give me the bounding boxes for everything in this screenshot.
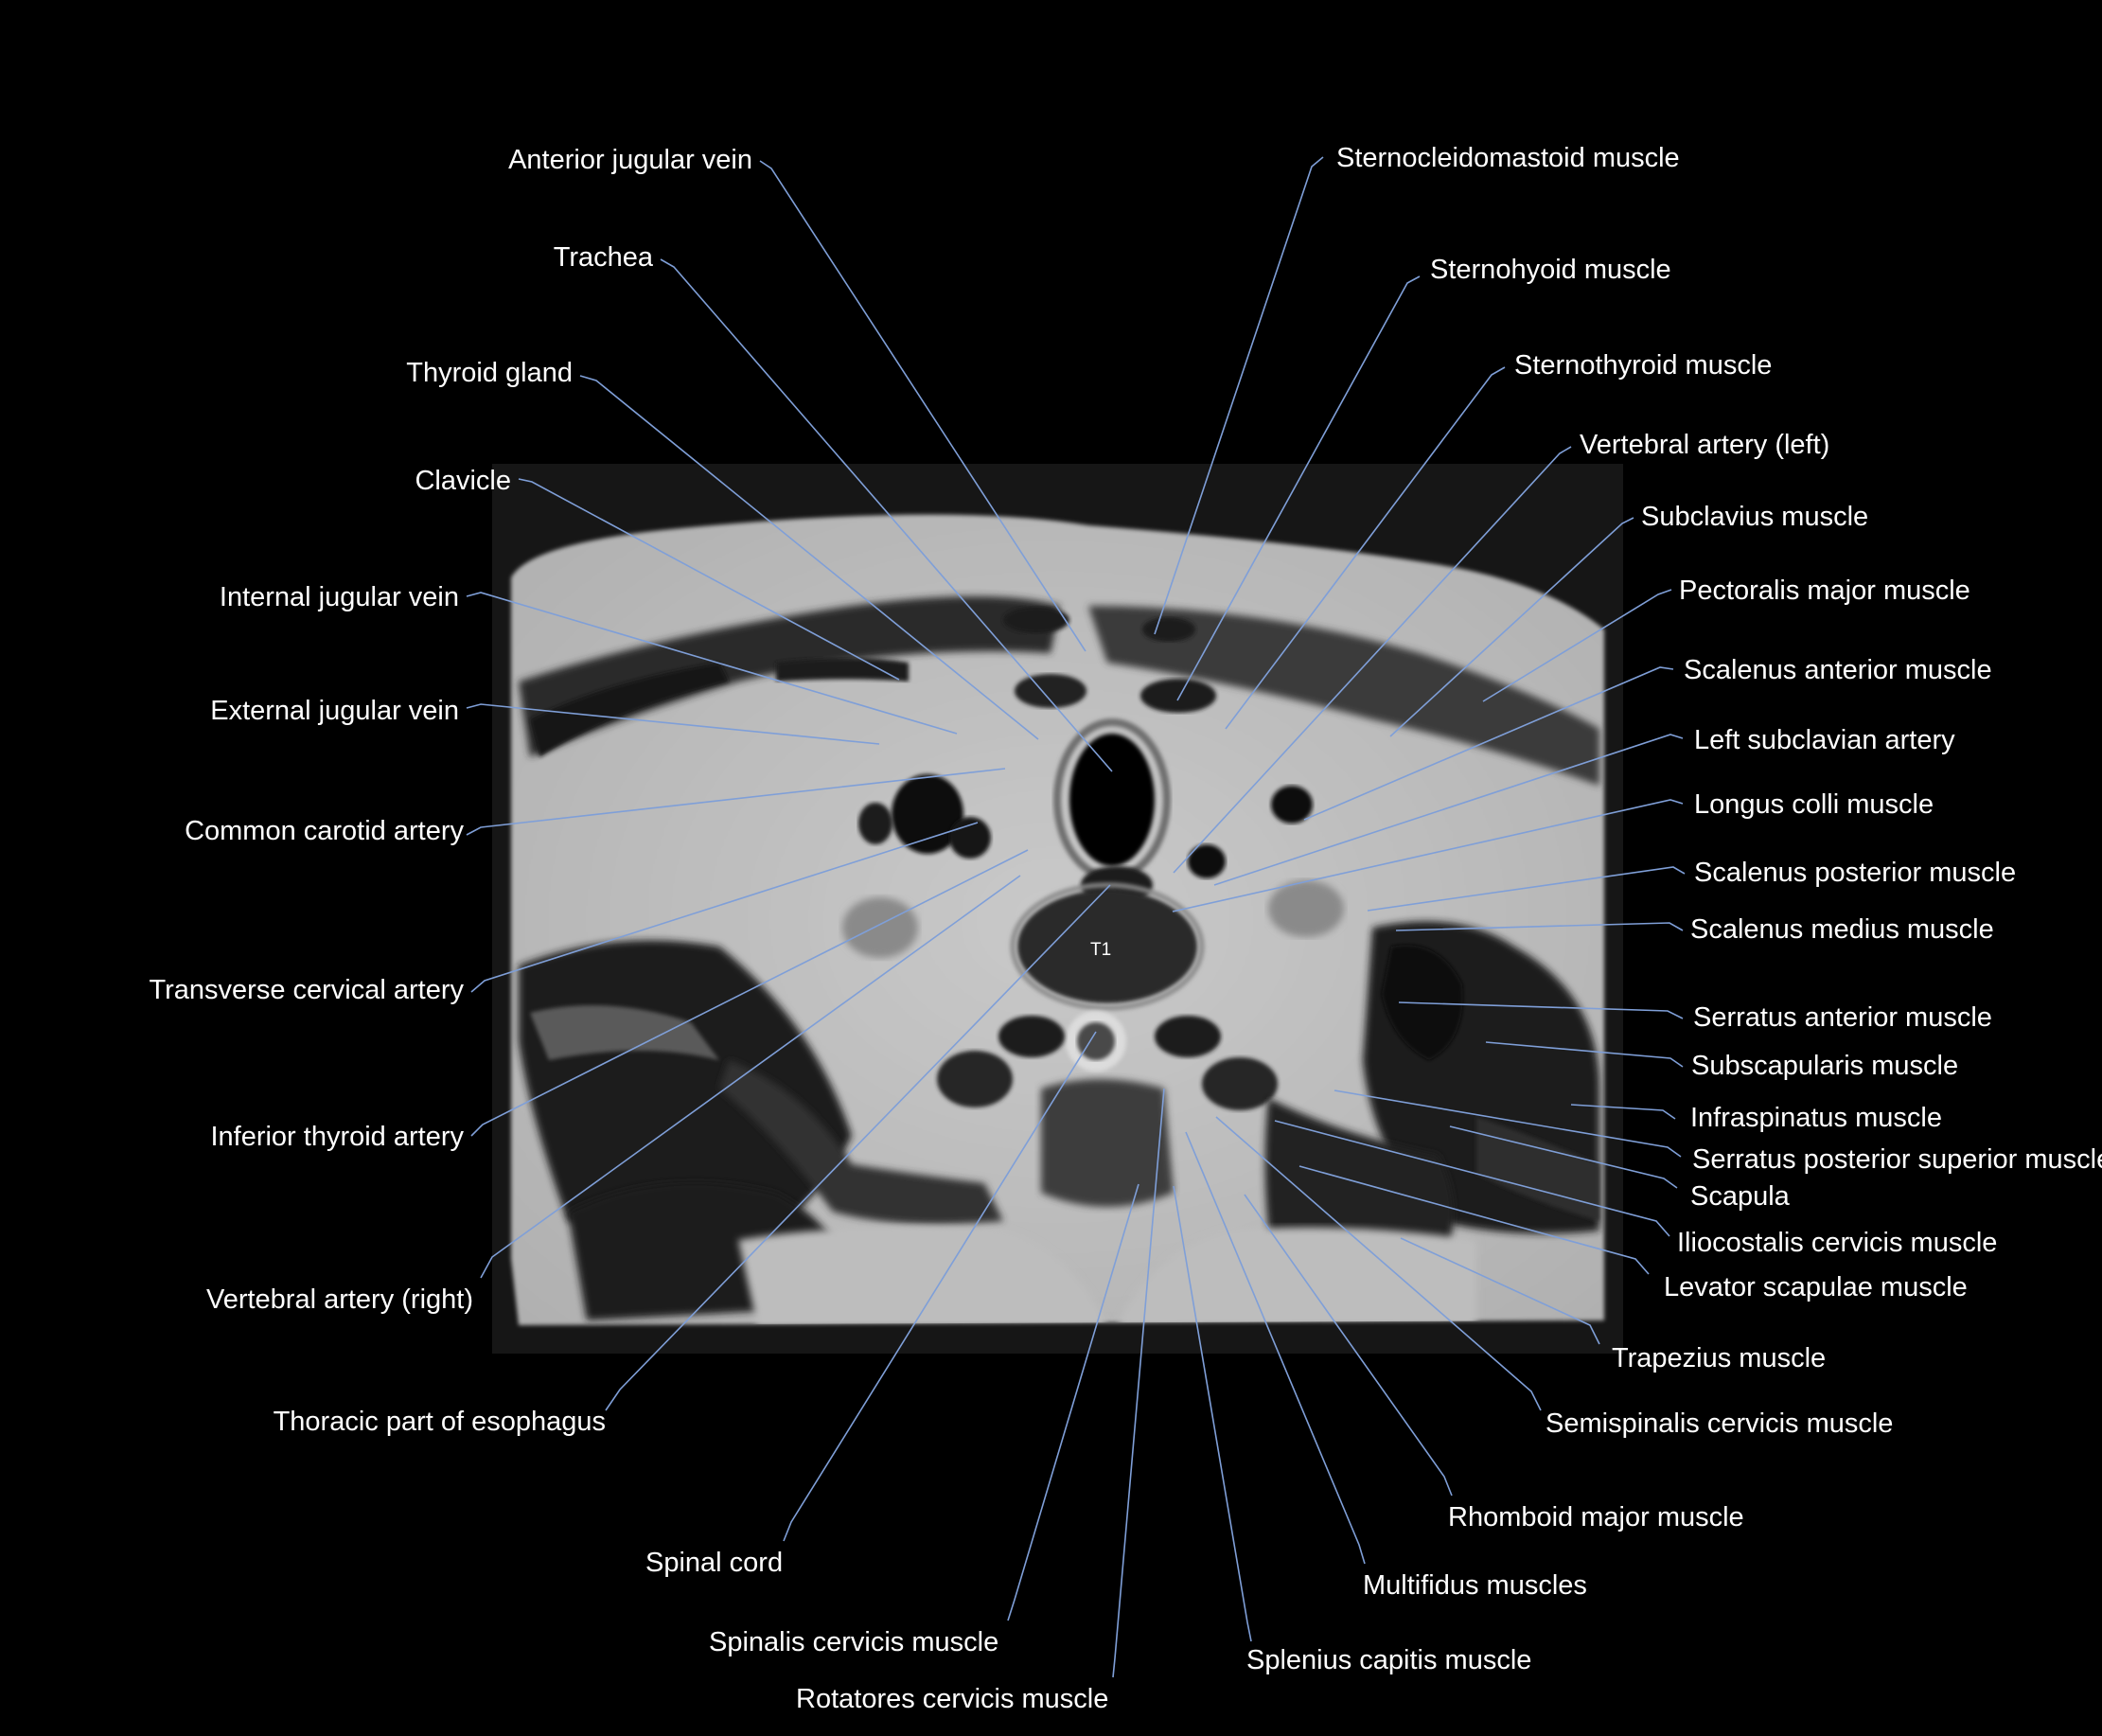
label-internal-jugular-vein: Internal jugular vein [219, 582, 459, 612]
label-scalenus-anterior-muscle: Scalenus anterior muscle [1684, 655, 1992, 685]
label-common-carotid-artery: Common carotid artery [185, 816, 464, 846]
label-clavicle: Clavicle [415, 466, 511, 496]
label-rhomboid-major-muscle: Rhomboid major muscle [1448, 1502, 1744, 1532]
label-spinalis-cervicis-muscle: Spinalis cervicis muscle [709, 1627, 999, 1657]
label-serratus-posterior-superior-muscle: Serratus posterior superior muscle [1692, 1144, 2102, 1175]
label-levator-scapulae-muscle: Levator scapulae muscle [1664, 1272, 1968, 1302]
label-splenius-capitis-muscle: Splenius capitis muscle [1246, 1645, 1532, 1675]
label-subclavius-muscle: Subclavius muscle [1641, 502, 1869, 532]
label-scalenus-posterior-muscle: Scalenus posterior muscle [1694, 858, 2017, 888]
label-external-jugular-vein: External jugular vein [210, 696, 459, 726]
label-sternocleidomastoid-muscle: Sternocleidomastoid muscle [1336, 143, 1680, 173]
label-sternothyroid-muscle: Sternothyroid muscle [1514, 350, 1773, 381]
label-transverse-cervical-artery: Transverse cervical artery [149, 975, 464, 1005]
label-left-subclavian-artery: Left subclavian artery [1694, 725, 1955, 755]
label-vertebral-artery-left: Vertebral artery (left) [1580, 430, 1830, 460]
vertebral-level-label: T1 [1090, 940, 1112, 960]
label-sternohyoid-muscle: Sternohyoid muscle [1430, 255, 1671, 285]
label-serratus-anterior-muscle: Serratus anterior muscle [1693, 1002, 1992, 1033]
label-rotatores-cervicis-muscle: Rotatores cervicis muscle [796, 1684, 1109, 1714]
label-thyroid-gland: Thyroid gland [406, 358, 573, 388]
label-trapezius-muscle: Trapezius muscle [1612, 1343, 1827, 1373]
label-iliocostalis-cervicis-muscle: Iliocostalis cervicis muscle [1677, 1228, 1998, 1258]
label-thoracic-part-of-esophagus: Thoracic part of esophagus [273, 1407, 606, 1437]
label-infraspinatus-muscle: Infraspinatus muscle [1690, 1103, 1942, 1133]
label-subscapularis-muscle: Subscapularis muscle [1691, 1051, 1959, 1081]
label-longus-colli-muscle: Longus colli muscle [1694, 789, 1934, 820]
label-anterior-jugular-vein: Anterior jugular vein [508, 145, 752, 175]
label-semispinalis-cervicis-muscle: Semispinalis cervicis muscle [1546, 1408, 1894, 1439]
label-inferior-thyroid-artery: Inferior thyroid artery [210, 1122, 464, 1152]
label-scalenus-medius-muscle: Scalenus medius muscle [1690, 914, 1994, 945]
label-spinal-cord: Spinal cord [645, 1548, 784, 1578]
label-multifidus-muscles: Multifidus muscles [1363, 1570, 1587, 1601]
label-scapula: Scapula [1690, 1181, 1790, 1212]
label-pectoralis-major-muscle: Pectoralis major muscle [1679, 576, 1970, 606]
label-vertebral-artery-right: Vertebral artery (right) [205, 1284, 473, 1315]
label-trachea: Trachea [553, 242, 653, 273]
